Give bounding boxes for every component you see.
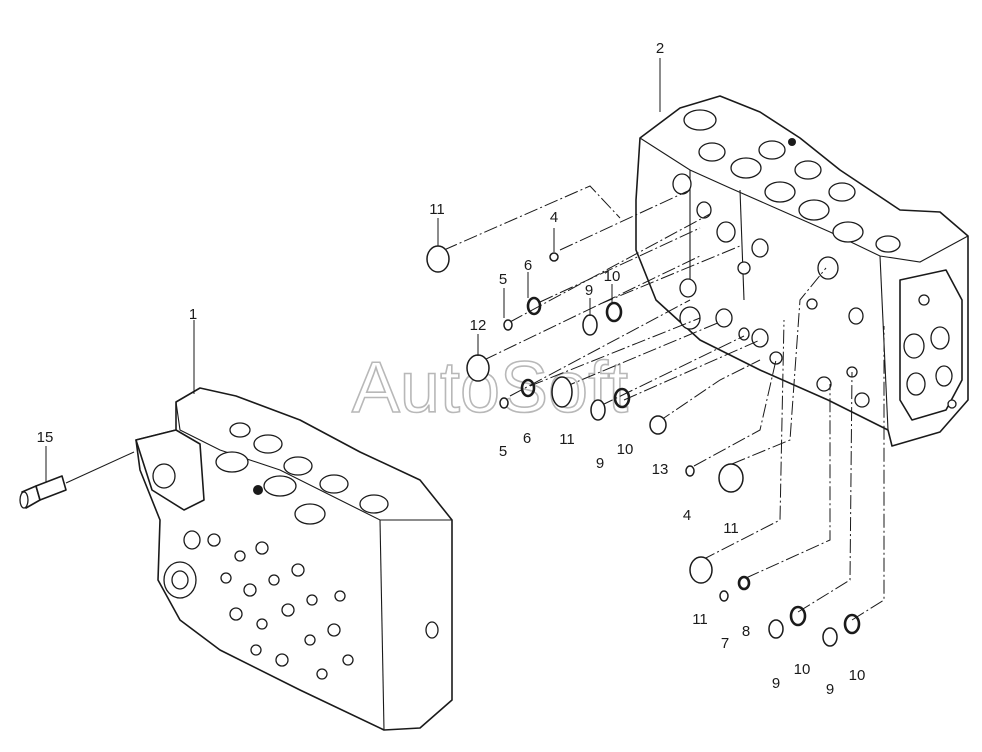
callout-7: 7 bbox=[721, 635, 729, 652]
callout-11: 11 bbox=[692, 611, 708, 628]
callout-6: 6 bbox=[524, 257, 532, 274]
watermark-text: AutoSoft bbox=[352, 348, 628, 428]
callout-2: 2 bbox=[656, 40, 664, 57]
callout-leaders bbox=[45, 58, 661, 482]
bolt-15 bbox=[19, 451, 135, 509]
valve-body-1 bbox=[135, 387, 453, 731]
callout-9: 9 bbox=[596, 455, 604, 472]
callout-9: 9 bbox=[585, 282, 593, 299]
callout-10: 10 bbox=[604, 268, 621, 285]
callout-15: 15 bbox=[37, 429, 54, 446]
callout-4: 4 bbox=[683, 507, 691, 524]
callout-10: 10 bbox=[617, 441, 634, 458]
assembly-center-lines bbox=[443, 185, 885, 621]
callout-1: 1 bbox=[189, 306, 197, 323]
callout-5: 5 bbox=[499, 271, 507, 288]
callout-13: 13 bbox=[652, 461, 669, 478]
callout-12: 12 bbox=[470, 317, 487, 334]
callout-11: 11 bbox=[723, 520, 739, 537]
callout-4: 4 bbox=[550, 209, 558, 226]
valve-body-2 bbox=[635, 95, 969, 447]
callout-labels: 2 11 4 5 6 9 10 12 1 15 5 6 11 9 10 13 4… bbox=[37, 40, 866, 698]
callout-9: 9 bbox=[826, 681, 834, 698]
callout-10: 10 bbox=[849, 667, 866, 684]
callout-8: 8 bbox=[742, 623, 750, 640]
seal-rings bbox=[426, 245, 861, 647]
callout-9: 9 bbox=[772, 675, 780, 692]
callout-6: 6 bbox=[523, 430, 531, 447]
callout-10: 10 bbox=[794, 661, 811, 678]
callout-11: 11 bbox=[559, 431, 575, 448]
callout-11: 11 bbox=[429, 201, 445, 218]
callout-5: 5 bbox=[499, 443, 507, 460]
